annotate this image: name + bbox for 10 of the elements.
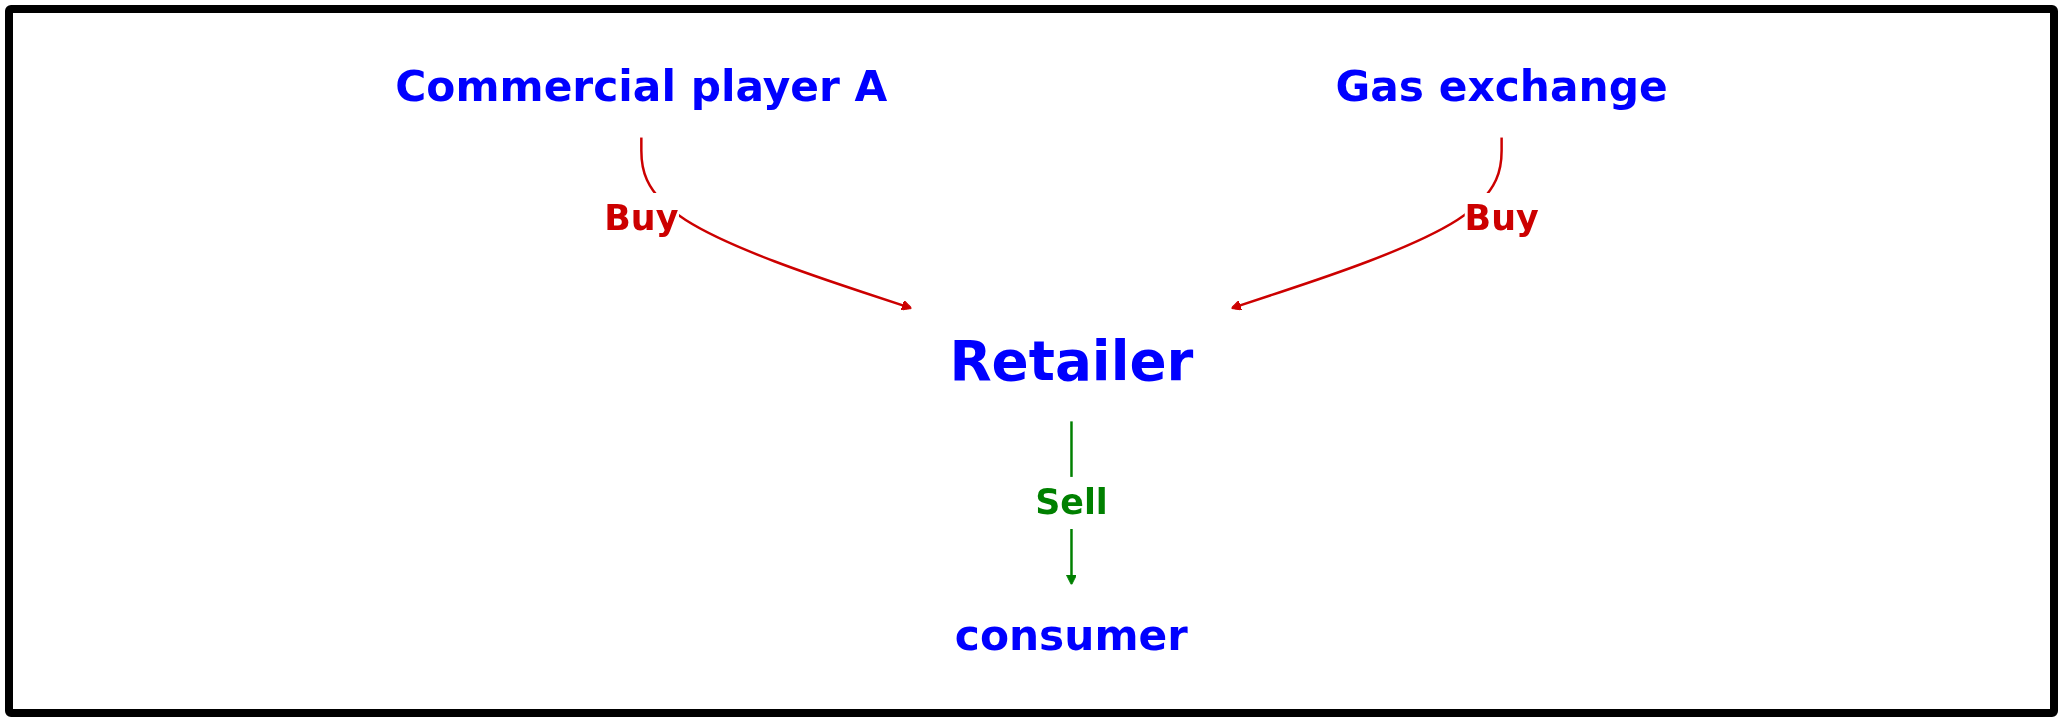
- node-text: Commercial player A: [395, 60, 888, 111]
- edge-label: Buy: [1464, 197, 1539, 239]
- node-text: Retailer: [949, 328, 1194, 393]
- arrow: [640, 136, 913, 311]
- edge-label: Buy: [604, 197, 679, 239]
- node-text: Gas exchange: [1335, 60, 1668, 111]
- node-text: consumer: [954, 609, 1189, 660]
- arrow: [1230, 136, 1503, 311]
- edge-label: Sell: [1035, 481, 1108, 523]
- frame-border: Buy Buy Sell Commercial player A Gas exchange Retailer consumer: [5, 5, 2058, 717]
